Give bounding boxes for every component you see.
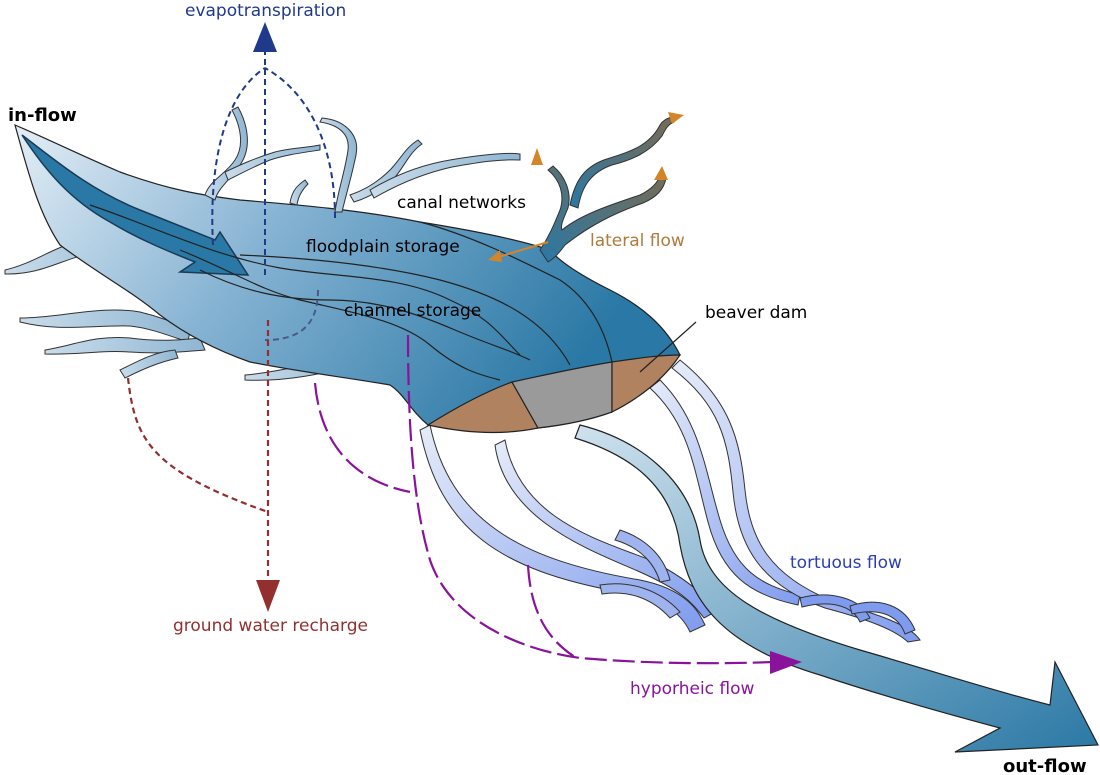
floodplain-storage-label: floodplain storage: [306, 237, 460, 257]
outflow-channel: [574, 424, 1099, 753]
beaver-dam-pointer: [639, 321, 697, 373]
canal-network-branches: [204, 106, 521, 213]
lateral-flow-label: lateral flow: [590, 231, 685, 251]
outflow-label: out-flow: [1003, 756, 1087, 775]
channel-lines: [89, 204, 613, 381]
ground-water-recharge-arrows: [126, 320, 270, 585]
evapotranspiration-label: evapotranspiration: [185, 1, 346, 21]
beaver-dam-label: beaver dam: [705, 303, 807, 323]
evapotranspiration-arrows: [211, 50, 336, 341]
ground-water-arrowhead: [256, 580, 280, 612]
beaver-dam: [426, 354, 682, 433]
canal-networks-label: canal networks: [397, 193, 526, 213]
channel-storage-label: channel storage: [344, 301, 481, 321]
lateral-flow-branch: [539, 165, 667, 263]
tortuous-flow-channels: [419, 359, 921, 643]
hyporheic-flow-label: hyporheic flow: [630, 679, 755, 699]
tortuous-flow-label: tortuous flow: [790, 553, 902, 573]
inflow-label: in-flow: [8, 105, 77, 126]
hyporheic-flow-arrows: [313, 334, 776, 665]
inflow-arrow: [21, 134, 250, 276]
evapotranspiration-arrowhead: [253, 22, 277, 52]
ground-water-recharge-label: ground water recharge: [173, 616, 368, 636]
hyporheic-arrowhead: [770, 651, 802, 674]
lateral-flow-branch-upper: [569, 116, 675, 209]
lateral-flow-arrows: [488, 112, 684, 262]
